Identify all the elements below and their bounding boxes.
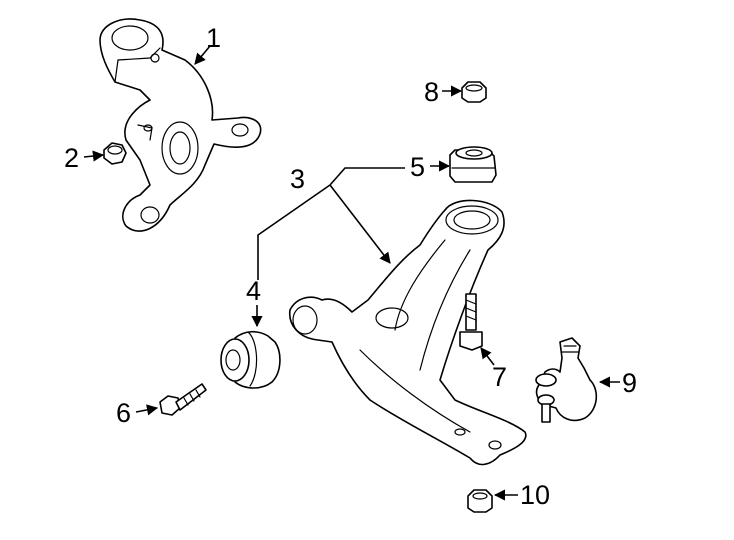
bushing-bolt — [159, 383, 207, 416]
callout-2: 2 — [64, 143, 79, 173]
leader-lines — [83, 45, 620, 501]
steering-knuckle — [99, 18, 262, 232]
rear-bushing — [449, 146, 497, 183]
ball-joint-nut — [467, 489, 493, 513]
callout-7: 7 — [492, 362, 507, 392]
callout-5: 5 — [410, 152, 425, 182]
leader-2 — [83, 150, 105, 162]
callout-4: 4 — [246, 276, 261, 306]
front-bushing — [220, 330, 281, 389]
leader-7 — [480, 347, 495, 366]
callout-10: 10 — [520, 480, 550, 510]
leader-3-to-4 — [257, 184, 331, 280]
callout-1: 1 — [206, 23, 221, 53]
lower-control-arm — [289, 199, 527, 466]
bushing-nut — [461, 81, 487, 103]
leader-6 — [135, 404, 159, 416]
leader-3-top — [329, 167, 405, 186]
arm-bolt — [459, 293, 483, 351]
callout-3: 3 — [290, 164, 305, 194]
callout-6: 6 — [116, 398, 131, 428]
callout-9: 9 — [622, 368, 637, 398]
ball-joint — [535, 337, 598, 423]
leader-1 — [194, 45, 211, 65]
callout-8: 8 — [424, 77, 439, 107]
knuckle-nut — [103, 142, 127, 165]
leader-3-to-arm — [329, 184, 391, 264]
